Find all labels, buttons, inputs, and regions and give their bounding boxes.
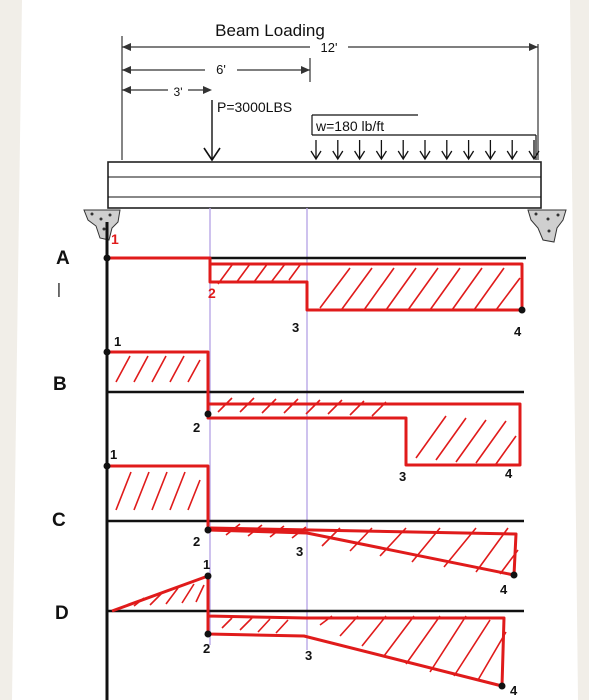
- label-c-2: 2: [193, 534, 200, 549]
- point-load-label: P=3000LBS: [217, 99, 292, 115]
- distributed-load-arrows: [310, 140, 540, 161]
- dimension-lines: [121, 36, 539, 160]
- point-c-2: [204, 526, 212, 534]
- point-load-arrow: [203, 100, 221, 162]
- paper-sheet: [12, 0, 578, 700]
- label-c-1: 1: [110, 447, 117, 462]
- distributed-load-arrowhead: [375, 150, 387, 161]
- distributed-load-arrowhead: [419, 150, 431, 161]
- point-a-1: [103, 254, 111, 262]
- label-a-1: 1: [111, 231, 119, 247]
- label-b-2: 2: [193, 420, 200, 435]
- point-b-2: [204, 410, 212, 418]
- diagram-label-b: B: [53, 374, 67, 395]
- dimension-12ft: 12': [321, 40, 338, 55]
- distributed-load-arrowhead: [441, 150, 453, 161]
- point-c-1: [103, 462, 111, 470]
- label-c-3: 3: [296, 544, 303, 559]
- label-a-3: 3: [292, 320, 299, 335]
- distributed-load-box: [311, 114, 537, 160]
- hatching-a: [217, 262, 521, 311]
- hatching-b: [115, 355, 517, 465]
- distributed-load-arrowhead: [484, 150, 496, 161]
- distributed-load-arrowhead: [310, 150, 322, 161]
- point-c-4: [510, 571, 518, 579]
- diagram-label-d: D: [55, 603, 69, 624]
- point-d-1: [204, 572, 212, 580]
- distributed-load-arrowhead: [528, 150, 540, 161]
- left-wall-support: [83, 209, 121, 241]
- label-d-3: 3: [305, 648, 312, 663]
- diagram-line-c: [107, 464, 518, 577]
- point-b-1: [103, 348, 111, 356]
- label-b-1: 1: [114, 334, 121, 349]
- dimension-3ft: 3': [174, 85, 183, 99]
- distributed-load-arrowhead: [397, 150, 409, 161]
- label-a-4: 4: [514, 324, 522, 339]
- diagram-line-a: [107, 256, 524, 312]
- dimension-6ft: 6': [216, 62, 226, 77]
- point-d-4: [498, 682, 506, 690]
- beam: [107, 161, 542, 209]
- label-d-2: 2: [203, 641, 210, 656]
- label-b-3: 3: [399, 469, 406, 484]
- label-d-1: 1: [203, 557, 210, 572]
- label-a-2: 2: [208, 285, 216, 301]
- diagram-label-a: A: [56, 248, 70, 269]
- diagram-label-a-mark: |: [57, 281, 61, 298]
- point-a-4: [518, 306, 526, 314]
- diagram-label-c: C: [52, 510, 66, 531]
- distributed-load-arrowhead: [332, 150, 344, 161]
- distributed-load-arrowhead: [506, 150, 518, 161]
- distributed-load-arrowhead: [463, 150, 475, 161]
- diagram-title: Beam Loading: [215, 21, 325, 40]
- diagram-line-d: [111, 574, 506, 688]
- diagram-line-b: [107, 350, 522, 467]
- label-d-4: 4: [510, 683, 518, 698]
- point-d-2: [204, 630, 212, 638]
- right-wall-support: [527, 209, 567, 243]
- label-c-4: 4: [500, 582, 508, 597]
- distributed-load-arrowhead: [354, 150, 366, 161]
- distributed-load-label: w=180 lb/ft: [315, 118, 384, 134]
- label-b-4: 4: [505, 466, 513, 481]
